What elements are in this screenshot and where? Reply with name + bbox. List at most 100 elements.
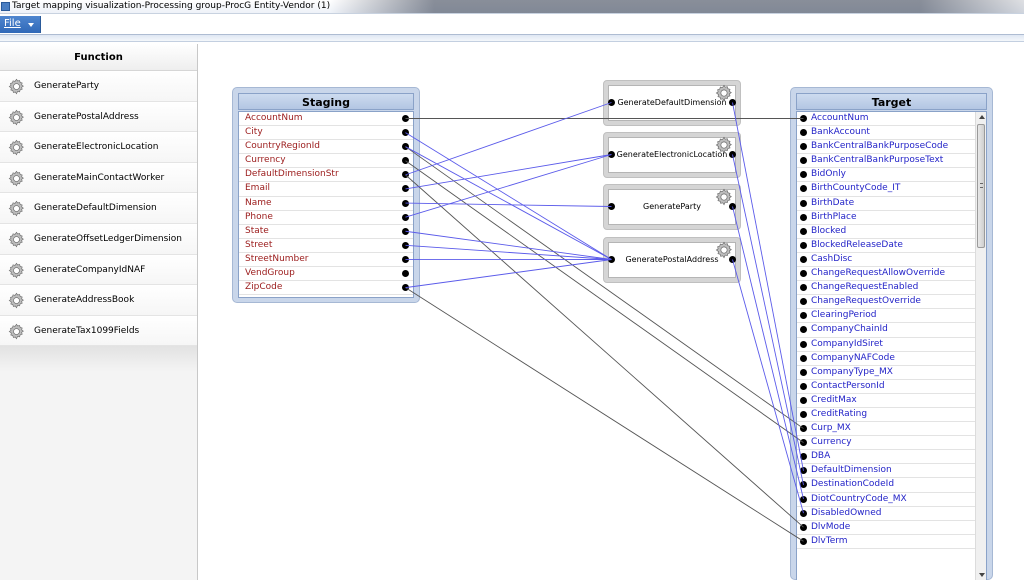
scrollbar-thumb[interactable] <box>977 124 985 248</box>
target-field-row[interactable]: DBA <box>797 450 975 465</box>
input-connector[interactable] <box>800 340 807 348</box>
target-field-row[interactable]: Currency <box>797 436 975 451</box>
target-field-row[interactable]: BankAccount <box>797 126 975 141</box>
target-field-row[interactable]: DlvTerm <box>797 535 975 549</box>
target-field-row[interactable]: BlockedReleaseDate <box>797 239 975 253</box>
input-connector[interactable] <box>800 537 807 545</box>
function-list-item[interactable]: GeneratePostalAddress <box>0 101 197 133</box>
input-connector[interactable] <box>800 143 807 151</box>
target-field-row[interactable]: DlvMode <box>797 521 975 535</box>
function-box-generate-default-dimension[interactable]: GenerateDefaultDimension <box>603 80 741 126</box>
staging-field-row[interactable]: Email <box>239 182 413 197</box>
input-connector[interactable] <box>800 410 807 418</box>
function-list-item[interactable]: GenerateTax1099Fields <box>0 315 197 347</box>
staging-field-row[interactable]: CountryRegionId <box>239 140 413 155</box>
staging-field-row[interactable]: Currency <box>239 154 413 169</box>
input-connector[interactable] <box>800 157 807 165</box>
function-list-item[interactable]: GenerateOffsetLedgerDimension <box>0 223 197 255</box>
target-field-row[interactable]: AccountNum <box>797 112 975 127</box>
output-connector[interactable] <box>402 115 409 122</box>
target-field-row[interactable]: CreditMax <box>797 394 975 408</box>
vertical-scrollbar[interactable] <box>975 112 986 580</box>
input-connector[interactable] <box>800 467 807 475</box>
function-list-item[interactable]: GenerateParty <box>0 71 197 102</box>
input-connector[interactable] <box>800 326 807 334</box>
target-field-row[interactable]: Blocked <box>797 225 975 239</box>
function-list-item[interactable]: GenerateAddressBook <box>0 285 197 316</box>
output-connector[interactable] <box>402 157 409 165</box>
function-box-generate-electronic-location[interactable]: GenerateElectronicLocation <box>603 132 741 178</box>
input-connector[interactable] <box>800 185 807 193</box>
target-field-row[interactable]: ContactPersonId <box>797 380 975 394</box>
function-list-item[interactable]: GenerateMainContactWorker <box>0 162 197 194</box>
input-connector[interactable] <box>800 129 807 137</box>
scroll-down-icon[interactable] <box>979 573 985 577</box>
staging-field-row[interactable]: ZipCode <box>239 281 413 296</box>
function-list-item[interactable]: GenerateDefaultDimension <box>0 193 197 224</box>
input-connector[interactable] <box>800 354 807 362</box>
target-field-row[interactable]: ChangeRequestAllowOverride <box>797 267 975 282</box>
staging-field-row[interactable]: Phone <box>239 211 413 225</box>
input-connector[interactable] <box>800 523 807 531</box>
staging-field-row[interactable]: Street <box>239 239 413 253</box>
output-connector[interactable] <box>402 227 409 235</box>
output-connector[interactable] <box>402 213 409 221</box>
input-connector[interactable] <box>800 382 807 390</box>
target-field-row[interactable]: BidOnly <box>797 168 975 183</box>
target-field-row[interactable]: CompanyType_MX <box>797 366 975 380</box>
target-field-row[interactable]: DiotCountryCode_MX <box>797 493 975 507</box>
target-field-row[interactable]: ChangeRequestEnabled <box>797 281 975 296</box>
output-connector[interactable] <box>402 185 409 193</box>
input-connector[interactable] <box>800 312 807 320</box>
target-field-row[interactable]: DisabledOwned <box>797 507 975 521</box>
output-connector[interactable] <box>402 241 409 249</box>
file-menu-button[interactable]: File <box>0 16 41 33</box>
staging-field-row[interactable]: State <box>239 225 413 239</box>
input-connector[interactable] <box>800 284 807 292</box>
staging-field-row[interactable]: VendGroup <box>239 267 413 282</box>
input-connector[interactable] <box>800 396 807 404</box>
target-field-row[interactable]: BirthPlace <box>797 211 975 225</box>
scroll-up-icon[interactable] <box>979 115 985 119</box>
input-connector[interactable] <box>800 213 807 221</box>
target-field-row[interactable]: ChangeRequestOverride <box>797 295 975 310</box>
target-field-row[interactable]: BankCentralBankPurposeText <box>797 154 975 169</box>
staging-field-row[interactable]: StreetNumber <box>239 253 413 268</box>
target-field-row[interactable]: BirthCountyCode_IT <box>797 182 975 197</box>
output-connector[interactable] <box>402 284 409 292</box>
input-connector[interactable] <box>800 227 807 235</box>
input-connector[interactable] <box>800 199 807 207</box>
output-connector[interactable] <box>402 255 409 263</box>
input-connector[interactable] <box>800 495 807 503</box>
target-field-row[interactable]: ClearingPeriod <box>797 309 975 324</box>
output-connector[interactable] <box>402 143 409 151</box>
output-connector[interactable] <box>402 270 409 278</box>
target-field-row[interactable]: CompanyNAFCode <box>797 352 975 366</box>
function-list-item[interactable]: GenerateElectronicLocation <box>0 132 197 163</box>
target-field-row[interactable]: DefaultDimension <box>797 464 975 479</box>
input-connector[interactable] <box>800 439 807 447</box>
input-connector[interactable] <box>800 115 807 122</box>
input-connector[interactable] <box>800 270 807 278</box>
staging-field-row[interactable]: AccountNum <box>239 112 413 127</box>
input-connector[interactable] <box>800 171 807 179</box>
input-connector[interactable] <box>800 425 807 433</box>
target-field-row[interactable]: CompanyChainId <box>797 323 975 338</box>
input-connector[interactable] <box>800 298 807 306</box>
function-box-generate-postal-address[interactable]: GeneratePostalAddress <box>603 237 741 283</box>
output-connector[interactable] <box>402 129 409 137</box>
input-connector[interactable] <box>800 481 807 489</box>
target-field-row[interactable]: Curp_MX <box>797 422 975 437</box>
input-connector[interactable] <box>800 255 807 263</box>
input-connector[interactable] <box>800 241 807 249</box>
output-connector[interactable] <box>402 171 409 179</box>
staging-field-row[interactable]: Name <box>239 197 413 211</box>
input-connector[interactable] <box>800 368 807 376</box>
input-connector[interactable] <box>800 453 807 461</box>
target-field-row[interactable]: BankCentralBankPurposeCode <box>797 140 975 155</box>
function-list-item[interactable]: GenerateCompanyIdNAF <box>0 254 197 286</box>
target-field-row[interactable]: CashDisc <box>797 253 975 268</box>
staging-field-row[interactable]: DefaultDimensionStr <box>239 168 413 183</box>
